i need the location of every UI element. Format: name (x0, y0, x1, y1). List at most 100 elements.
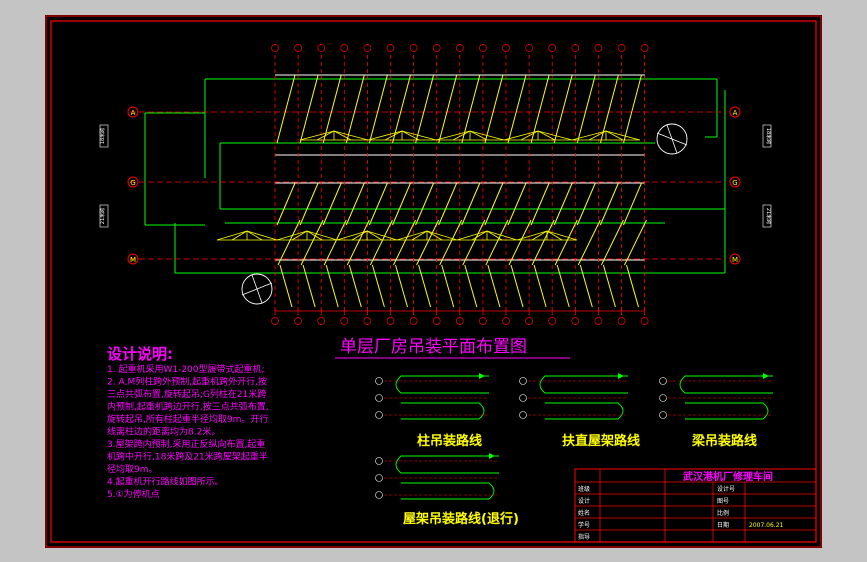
member-line (464, 264, 478, 308)
column-bubble (455, 44, 464, 52)
member-line (346, 219, 370, 266)
column-bubble (502, 317, 510, 325)
member-line (299, 74, 319, 144)
column-bubble (386, 317, 395, 325)
truss-web (486, 230, 503, 241)
member-line (368, 182, 388, 226)
axis-bubble (519, 377, 527, 385)
title-block-date: 2007.06.21 (749, 522, 784, 529)
member-line (507, 74, 527, 144)
truss-web (246, 230, 263, 241)
member-line (302, 264, 316, 308)
design-note-line: 1. 起重机采用W1-200型履带式起重机; (107, 363, 265, 375)
member-line (553, 182, 573, 226)
member-line (441, 264, 455, 308)
member-line (345, 182, 365, 226)
column-bubble (409, 317, 418, 325)
column-bubble (432, 317, 441, 325)
member-line (348, 264, 362, 308)
axis-bubble-g-right: G (729, 176, 741, 188)
title-block-row-label: 学号 (578, 521, 590, 529)
member-line (276, 74, 296, 144)
route-path (395, 455, 499, 474)
member-line (415, 182, 435, 226)
column-bubble (363, 44, 372, 52)
route-path (395, 375, 489, 394)
member-line (462, 219, 486, 266)
title-block-row-label: 设计 (578, 497, 590, 505)
member-line (322, 182, 342, 226)
axis-bubble (375, 457, 383, 465)
column-bubble (640, 44, 649, 52)
route-arrow (618, 373, 624, 379)
route-label-column: 柱吊装路线 (417, 433, 482, 449)
member-line (485, 219, 509, 266)
member-line (439, 219, 463, 266)
member-line (369, 219, 393, 266)
drawing-title: 单层厂房吊装平面布置图 (340, 337, 527, 357)
member-line (599, 182, 619, 226)
outer-frame (45, 15, 822, 548)
truss-web (231, 230, 248, 241)
drawing-sheet: A G M A G M 18米跨 21米跨 (45, 15, 822, 548)
member-line (507, 182, 527, 226)
member-line (415, 74, 435, 144)
svg-text:M: M (130, 256, 136, 264)
member-line (487, 264, 501, 308)
member-line (624, 219, 647, 266)
column-bubble (640, 317, 649, 325)
title-block-row-label: 姓名 (578, 509, 590, 517)
column-bubble (617, 317, 626, 325)
column-bubble (479, 44, 487, 52)
design-note-line: 机跨中开行,18米跨及21米跨屋架起重半 (107, 451, 268, 463)
axis-bubble-m-right: M (729, 253, 741, 265)
column-bubble (340, 317, 349, 325)
design-note-line: 三点共弧布置,旋转起吊;G列柱在21米跨 (107, 388, 266, 400)
title-block-row-label: 图号 (717, 498, 729, 505)
column-bubble (548, 44, 557, 52)
inner-frame (50, 20, 817, 543)
member-line (392, 182, 411, 226)
route-path (401, 482, 495, 500)
truss-web (401, 130, 420, 141)
column-bubble (317, 44, 326, 52)
column-bubble (525, 317, 533, 325)
axis-bubble (659, 411, 667, 419)
member-line (600, 219, 624, 266)
axis-bubble-a-left: A (127, 106, 139, 118)
member-line (300, 219, 324, 266)
axis-bubble (375, 394, 383, 402)
truss-web (411, 230, 428, 241)
svg-text:A: A (131, 109, 136, 117)
axis-bubble (659, 394, 667, 402)
axis-bubble-a-right: A (729, 106, 741, 118)
route-arrow (763, 373, 769, 379)
column-bubble (271, 317, 279, 325)
title-block-company: 武汉港机厂修理车间 (683, 470, 773, 483)
member-line (508, 219, 532, 266)
column-bubble (271, 44, 279, 52)
design-note-line: 3.屋架跨内预制,采用正反纵向布置,起重 (107, 438, 265, 450)
title-block-row-label: 设计号 (717, 485, 735, 493)
crane-stop-left (241, 273, 273, 305)
column-bubble (409, 44, 418, 52)
span-label-21m-left: 21米跨 (99, 204, 109, 228)
design-note-line: 旋转起吊,所有柱起重半径均取9m。开行 (107, 413, 268, 425)
column-bubble (455, 317, 464, 325)
truss-web (351, 230, 368, 241)
member-line (461, 182, 481, 226)
column-bubble (432, 44, 441, 52)
axis-bubble (375, 474, 383, 482)
member-line (602, 264, 616, 308)
axis-bubble (375, 491, 383, 499)
axis-bubble (519, 394, 527, 402)
truss-web (291, 230, 308, 241)
member-line (577, 219, 601, 266)
span-label-18m-right: 18米跨 (762, 124, 772, 148)
svg-text:M: M (732, 256, 738, 264)
truss-web (531, 230, 548, 241)
axis-bubble (519, 411, 527, 419)
member-line (416, 219, 440, 266)
column-bubble (594, 317, 603, 325)
svg-text:G: G (732, 179, 737, 187)
